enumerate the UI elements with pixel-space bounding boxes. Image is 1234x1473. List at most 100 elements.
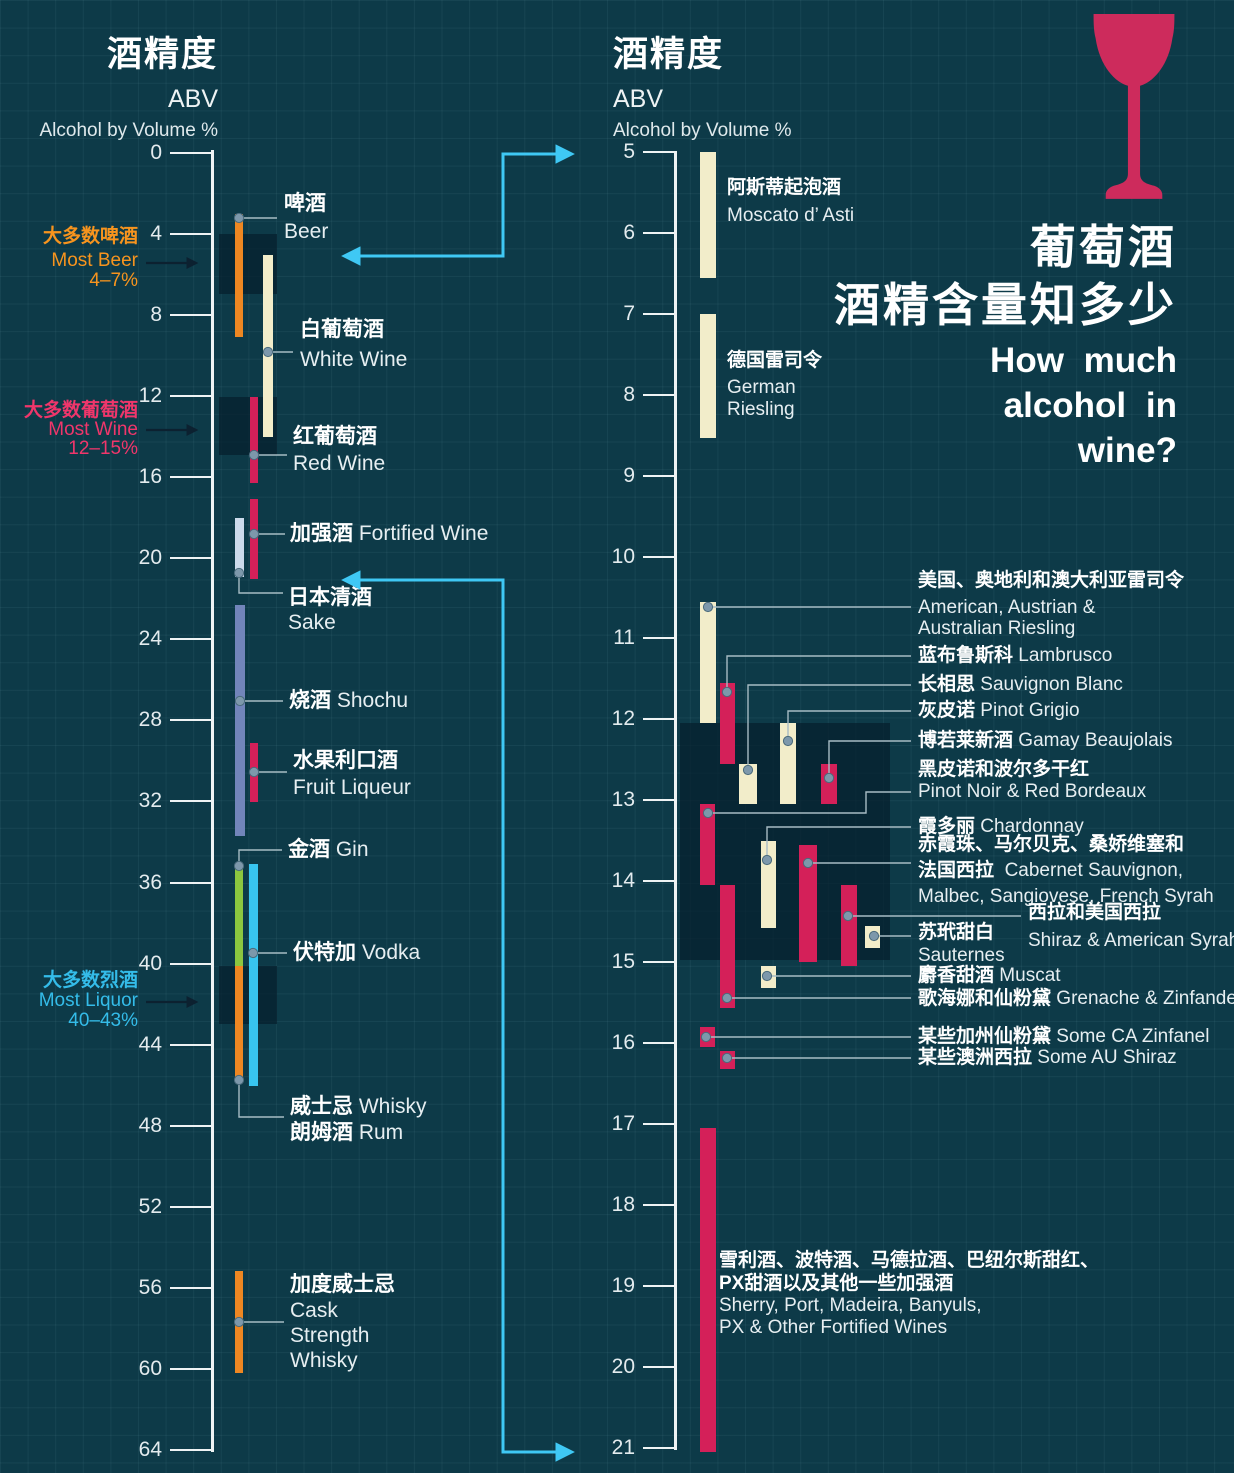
label-moscato-d-asti-line-0: 阿斯蒂起泡酒 bbox=[727, 176, 841, 200]
label-text-en: Pinot Grigio bbox=[975, 700, 1080, 721]
label-text-en: Sherry, Port, Madeira, Banyuls, bbox=[719, 1295, 982, 1316]
leader-gin bbox=[238, 849, 282, 866]
axis-tick-label: 8 bbox=[623, 383, 635, 406]
label-white-wine-line-1: White Wine bbox=[300, 347, 407, 373]
axis-tick-label: 20 bbox=[138, 546, 162, 570]
label-whisky-rum-line-0: 威士忌 Whisky bbox=[290, 1094, 427, 1120]
axis-tick-label: 28 bbox=[138, 708, 162, 732]
label-cabernet-malbec-sangiovese-french-syrah-line-1: 法国西拉 Cabernet Sauvignon, bbox=[918, 859, 1183, 883]
label-sherry-port-madeira-fortified-line-2: Sherry, Port, Madeira, Banyuls, bbox=[719, 1294, 982, 1318]
axis-tick bbox=[170, 232, 211, 235]
bar-pinot-grigio bbox=[780, 723, 796, 805]
annotation-most-wine-line-2: 12–15% bbox=[68, 438, 138, 459]
label-cask-strength-whisky-line-0: 加度威士忌 bbox=[290, 1272, 395, 1298]
label-text-en: Cask bbox=[290, 1299, 338, 1322]
axis-tick-label: 11 bbox=[613, 626, 635, 649]
label-text-zh: 霞多丽 bbox=[918, 816, 976, 837]
label-text-zh: 加度威士忌 bbox=[290, 1273, 395, 1296]
label-text-zh: 博若莱新酒 bbox=[918, 730, 1014, 751]
bar-sake bbox=[235, 517, 244, 578]
label-text-en: Some CA Zinfanel bbox=[1051, 1026, 1210, 1047]
axis-tick bbox=[643, 556, 674, 558]
label-sherry-port-madeira-fortified-line-1: PX甜酒以及其他一些加强酒 bbox=[719, 1272, 953, 1296]
axis-tick-label: 24 bbox=[138, 627, 162, 651]
label-text-zh: 某些加州仙粉黛 bbox=[918, 1026, 1052, 1047]
bar-some-au-shiraz bbox=[720, 1051, 735, 1069]
label-moscato-d-asti-line-1: Moscato d’ Asti bbox=[727, 204, 854, 228]
left-header-zh: 酒精度 bbox=[106, 35, 218, 74]
left-header-en: Alcohol by Volume % bbox=[39, 120, 219, 141]
axis-tick-label: 20 bbox=[611, 1355, 635, 1378]
label-gamay-beaujolais-line-0: 博若莱新酒 Gamay Beaujolais bbox=[918, 729, 1172, 753]
label-german-riesling-line-0: 德国雷司令 bbox=[727, 349, 822, 373]
label-text-zh: 阿斯蒂起泡酒 bbox=[727, 177, 842, 198]
label-white-wine-line-0: 白葡萄酒 bbox=[300, 317, 384, 343]
label-text-en: Moscato d’ Asti bbox=[727, 205, 855, 226]
label-text-zh: 白葡萄酒 bbox=[300, 318, 384, 341]
axis-tick-label: 10 bbox=[611, 545, 635, 568]
label-text-en: Sauternes bbox=[918, 945, 1005, 966]
label-text-en: American, Austrian & bbox=[918, 597, 1096, 618]
label-lambrusco-line-0: 蓝布鲁斯科 Lambrusco bbox=[918, 644, 1112, 668]
label-cask-strength-whisky-line-1: Cask bbox=[290, 1298, 338, 1324]
label-text-zh: 烧酒 bbox=[289, 689, 331, 712]
axis-tick-label: 14 bbox=[611, 869, 635, 892]
axis-tick-label: 40 bbox=[138, 951, 162, 975]
bar-shiraz-american-syrah bbox=[841, 885, 857, 967]
right-header-zh: 酒精度 bbox=[613, 35, 725, 74]
title-zh-line1: 葡萄酒 bbox=[1030, 221, 1177, 273]
label-text-en: Fruit Liqueur bbox=[293, 776, 411, 799]
axis-tick bbox=[170, 1043, 211, 1046]
label-text-en: Sake bbox=[288, 611, 336, 634]
label-muscat-line-0: 麝香甜酒 Muscat bbox=[918, 964, 1061, 988]
axis-tick bbox=[643, 799, 674, 801]
label-text-zh: 长相思 bbox=[918, 674, 976, 695]
label-whisky-rum-line-1: 朗姆酒 Rum bbox=[290, 1120, 403, 1146]
axis-tick-label: 9 bbox=[623, 464, 635, 487]
annotation-most-wine-line-0: 大多数葡萄酒 bbox=[23, 400, 138, 421]
axis-tick bbox=[643, 151, 674, 153]
label-fruit-liqueur-line-0: 水果利口酒 bbox=[293, 748, 398, 774]
axis-tick-label: 8 bbox=[150, 302, 162, 326]
label-text-zh: 德国雷司令 bbox=[727, 350, 823, 371]
label-shiraz-american-syrah-line-1: Shiraz & American Syrah bbox=[1028, 929, 1234, 953]
bar-red-wine bbox=[250, 396, 258, 484]
label-some-au-shiraz-line-0: 某些澳洲西拉 Some AU Shiraz bbox=[918, 1046, 1177, 1070]
axis-tick-label: 16 bbox=[611, 1031, 635, 1054]
axis-tick bbox=[643, 637, 674, 639]
label-sauternes-line-1: Sauternes bbox=[918, 944, 1005, 968]
label-text-en: Strength bbox=[290, 1324, 370, 1347]
axis-tick-label: 15 bbox=[611, 950, 635, 973]
label-text-zh: 啤酒 bbox=[284, 192, 326, 215]
annotation-most-liquor-line-2: 40–43% bbox=[68, 1010, 138, 1031]
axis-tick bbox=[643, 232, 674, 234]
title-en-line1: How much bbox=[990, 341, 1177, 380]
label-fruit-liqueur-line-1: Fruit Liqueur bbox=[293, 775, 411, 801]
label-sherry-port-madeira-fortified-line-3: PX & Other Fortified Wines bbox=[719, 1316, 947, 1340]
axis-tick-label: 52 bbox=[138, 1195, 162, 1219]
label-text-en: Rum bbox=[353, 1121, 404, 1144]
label-text-en: Riesling bbox=[727, 399, 795, 420]
leader-whisky-rum bbox=[238, 1080, 284, 1118]
label-text-en: Gin bbox=[330, 838, 369, 861]
axis-tick-label: 36 bbox=[138, 870, 162, 894]
label-red-wine-line-0: 红葡萄酒 bbox=[293, 424, 377, 450]
bar-beer bbox=[235, 214, 243, 338]
label-text-en: Chardonnay bbox=[975, 816, 1084, 837]
label-text-zh: 日本清酒 bbox=[288, 586, 372, 609]
axis-tick bbox=[170, 475, 211, 478]
bar-vodka bbox=[249, 864, 258, 1087]
label-text-zh: 朗姆酒 bbox=[290, 1121, 353, 1144]
bar-whisky-rum bbox=[235, 965, 243, 1082]
label-text-zh: 金酒 bbox=[288, 838, 330, 861]
label-text-zh: 歌海娜和仙粉黛 bbox=[918, 988, 1052, 1009]
left-header-abv: ABV bbox=[167, 85, 218, 113]
axis-tick-label: 6 bbox=[623, 221, 635, 244]
label-text-zh: 加强酒 bbox=[290, 522, 353, 545]
label-text-en: Red Wine bbox=[293, 452, 386, 475]
label-american-austrian-australian-riesling-line-2: Australian Riesling bbox=[918, 617, 1075, 641]
bar-shochu bbox=[235, 604, 245, 836]
label-text-zh: 雪利酒、波特酒、马德拉酒、巴纽尔斯甜红、 bbox=[719, 1250, 1100, 1271]
label-fortified-wine-line-0: 加强酒 Fortified Wine bbox=[290, 521, 488, 547]
